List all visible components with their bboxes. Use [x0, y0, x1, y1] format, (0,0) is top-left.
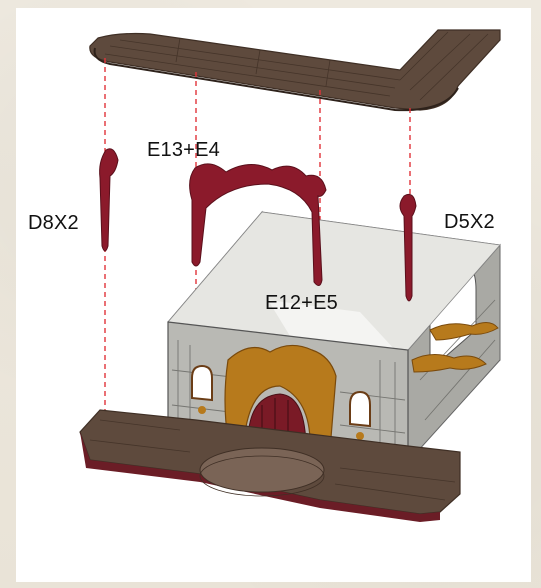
front-window-right	[349, 390, 371, 440]
part-d8x2-pillar	[99, 148, 119, 252]
base-plate	[79, 409, 461, 522]
label-e13-e4: E13+E4	[147, 139, 220, 161]
wall-box	[167, 210, 501, 464]
part-e13-e4-arch	[189, 163, 327, 286]
top-floor-plate	[89, 29, 501, 112]
front-window-left	[191, 364, 213, 414]
side-ornaments	[411, 322, 499, 373]
label-d5x2: D5X2	[444, 211, 495, 233]
label-d8x2: D8X2	[28, 212, 79, 234]
part-d5x2-pillar	[399, 193, 417, 302]
label-e12-e5: E12+E5	[265, 292, 338, 314]
